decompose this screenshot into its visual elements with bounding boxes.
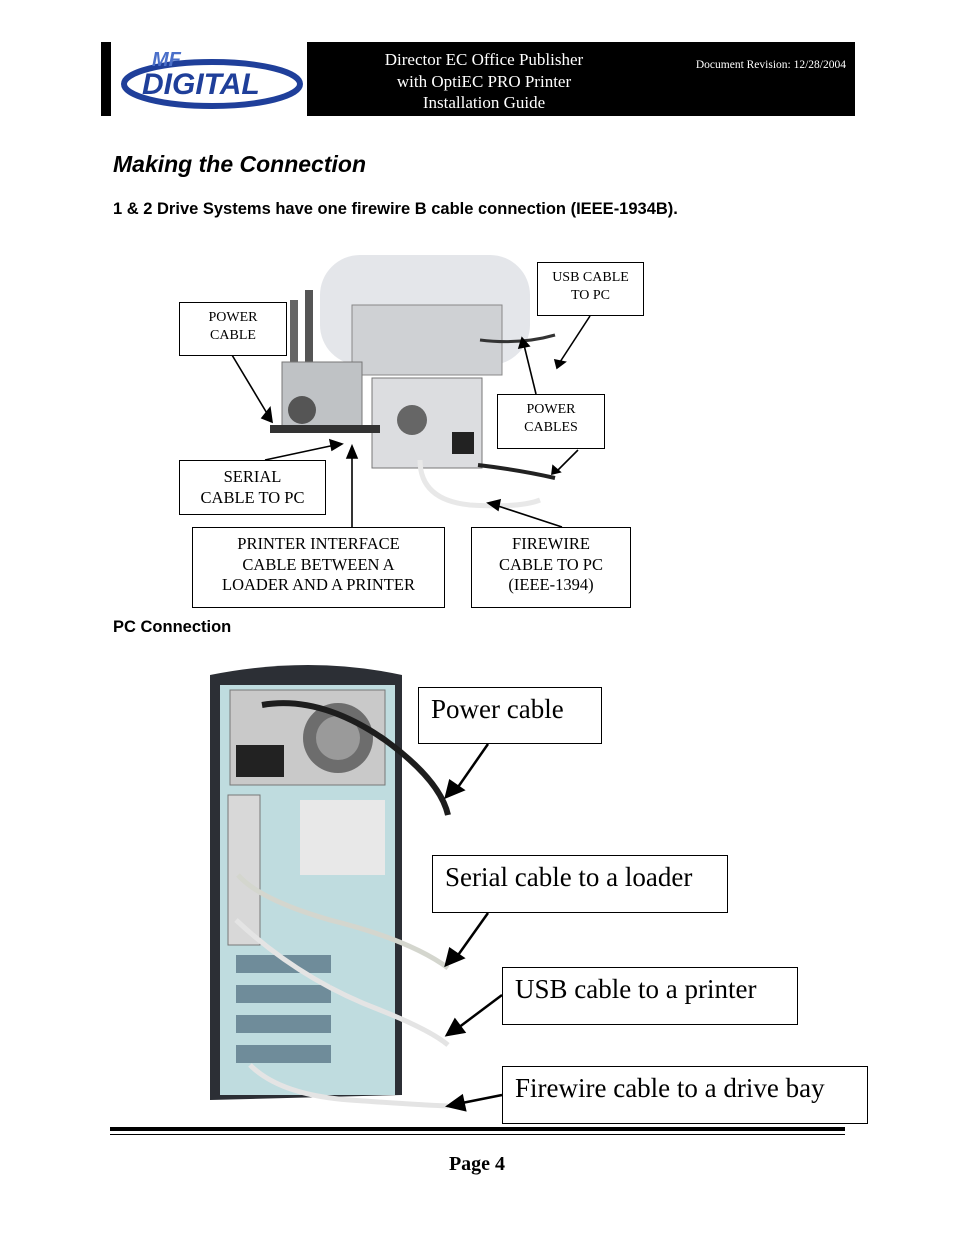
mf-digital-logo: MF DIGITAL bbox=[121, 49, 303, 109]
callout-firewire-cable: FIREWIRE CABLE TO PC (IEEE-1394) bbox=[471, 527, 631, 608]
callout-pc-usb-cable: USB cable to a printer bbox=[502, 967, 798, 1025]
header-banner: Director EC Office Publisher with OptiEC… bbox=[307, 42, 855, 116]
callout-serial-cable: SERIAL CABLE TO PC bbox=[179, 460, 326, 515]
logo-bar bbox=[101, 42, 111, 116]
pc-tower-photo bbox=[210, 665, 451, 1109]
diagram1-arrows bbox=[231, 315, 591, 528]
diagram2-arrows bbox=[444, 743, 503, 1112]
pc-connection-heading: PC Connection bbox=[113, 618, 232, 636]
callout-pc-power-cable: Power cable bbox=[418, 687, 602, 744]
subheading: 1 & 2 Drive Systems have one firewire B … bbox=[113, 200, 678, 218]
svg-text:MF: MF bbox=[152, 49, 182, 71]
section-title: Making the Connection bbox=[113, 151, 366, 177]
callout-power-cables: POWER CABLES bbox=[497, 394, 605, 449]
footer-rule bbox=[110, 1127, 845, 1131]
callout-power-cable: POWER CABLE bbox=[179, 302, 287, 356]
callout-pc-firewire-cable: Firewire cable to a drive bay bbox=[502, 1066, 868, 1124]
callout-usb-cable: USB CABLE TO PC bbox=[537, 262, 644, 316]
callout-pc-serial-cable: Serial cable to a loader bbox=[432, 855, 728, 913]
document-revision: Document Revision: 12/28/2004 bbox=[695, 59, 846, 71]
publisher-photo bbox=[270, 255, 556, 509]
page-number: Page 4 bbox=[448, 1153, 506, 1175]
callout-printer-interface: PRINTER INTERFACE CABLE BETWEEN A LOADER… bbox=[192, 527, 445, 608]
svg-text:DIGITAL: DIGITAL bbox=[142, 68, 260, 101]
footer-rule-thin bbox=[110, 1134, 845, 1135]
document-title: Director EC Office Publisher with OptiEC… bbox=[384, 50, 584, 112]
